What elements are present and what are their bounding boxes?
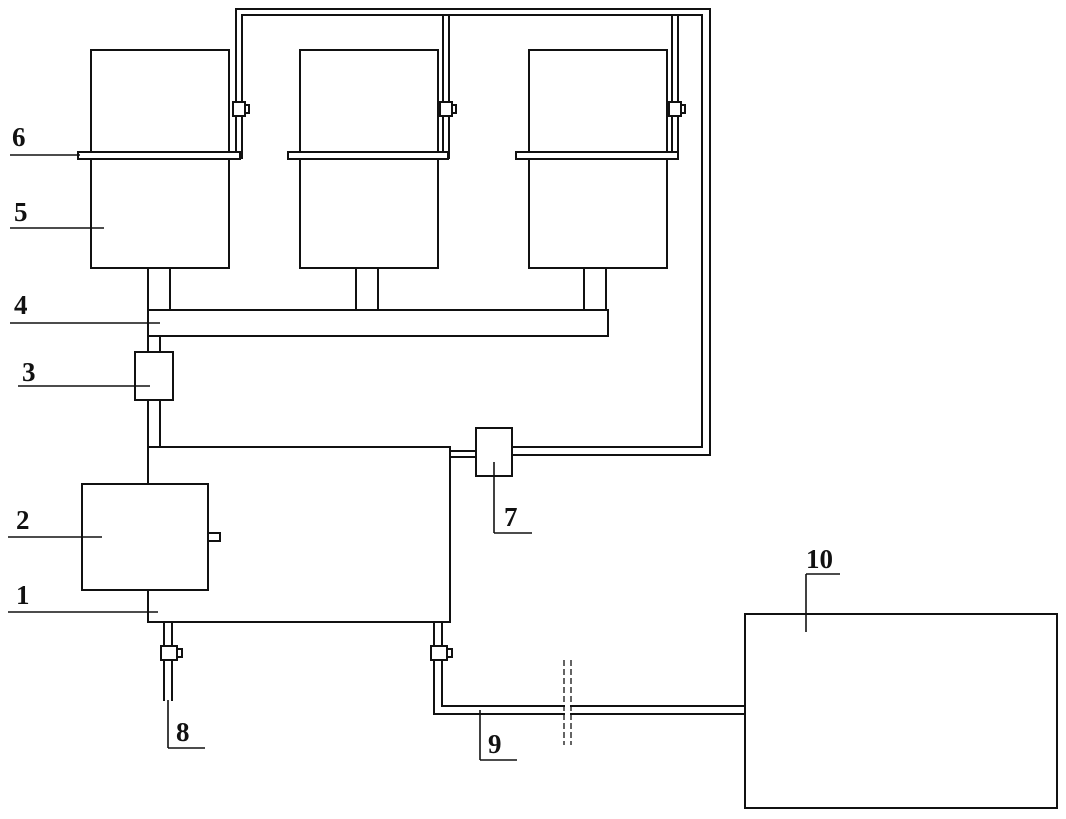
label-3: 3 bbox=[22, 357, 36, 387]
pump-connect-pipe bbox=[449, 446, 711, 458]
drain-pipe bbox=[163, 621, 173, 701]
label-8: 8 bbox=[176, 717, 190, 747]
collector-pipe bbox=[147, 309, 609, 337]
outlet-pipe bbox=[433, 621, 746, 715]
flange-left bbox=[77, 151, 241, 160]
drop-valve-right bbox=[668, 101, 686, 117]
collector-downpipe bbox=[147, 335, 161, 448]
label-9: 9 bbox=[488, 729, 502, 759]
label-7: 7 bbox=[504, 502, 518, 532]
label-2: 2 bbox=[16, 505, 30, 535]
label-5: 5 bbox=[14, 197, 28, 227]
outlet-valve bbox=[430, 645, 453, 661]
drain-valve bbox=[160, 645, 183, 661]
filter-3 bbox=[134, 351, 174, 401]
receiving-unit bbox=[744, 613, 1058, 809]
drop-valve-middle bbox=[439, 101, 457, 117]
tank-outlet-pipes bbox=[147, 267, 607, 311]
label-10: 10 bbox=[806, 544, 833, 574]
label-6: 6 bbox=[12, 122, 26, 152]
label-4: 4 bbox=[14, 290, 28, 320]
top-supply-pipe bbox=[235, 8, 711, 456]
drop-valve-left bbox=[232, 101, 250, 117]
flange-middle bbox=[287, 151, 449, 160]
flange-right bbox=[515, 151, 679, 160]
leader-lines bbox=[8, 154, 840, 761]
pipe-break-mark bbox=[563, 660, 572, 745]
label-1: 1 bbox=[16, 580, 30, 610]
heater-2 bbox=[81, 483, 221, 591]
